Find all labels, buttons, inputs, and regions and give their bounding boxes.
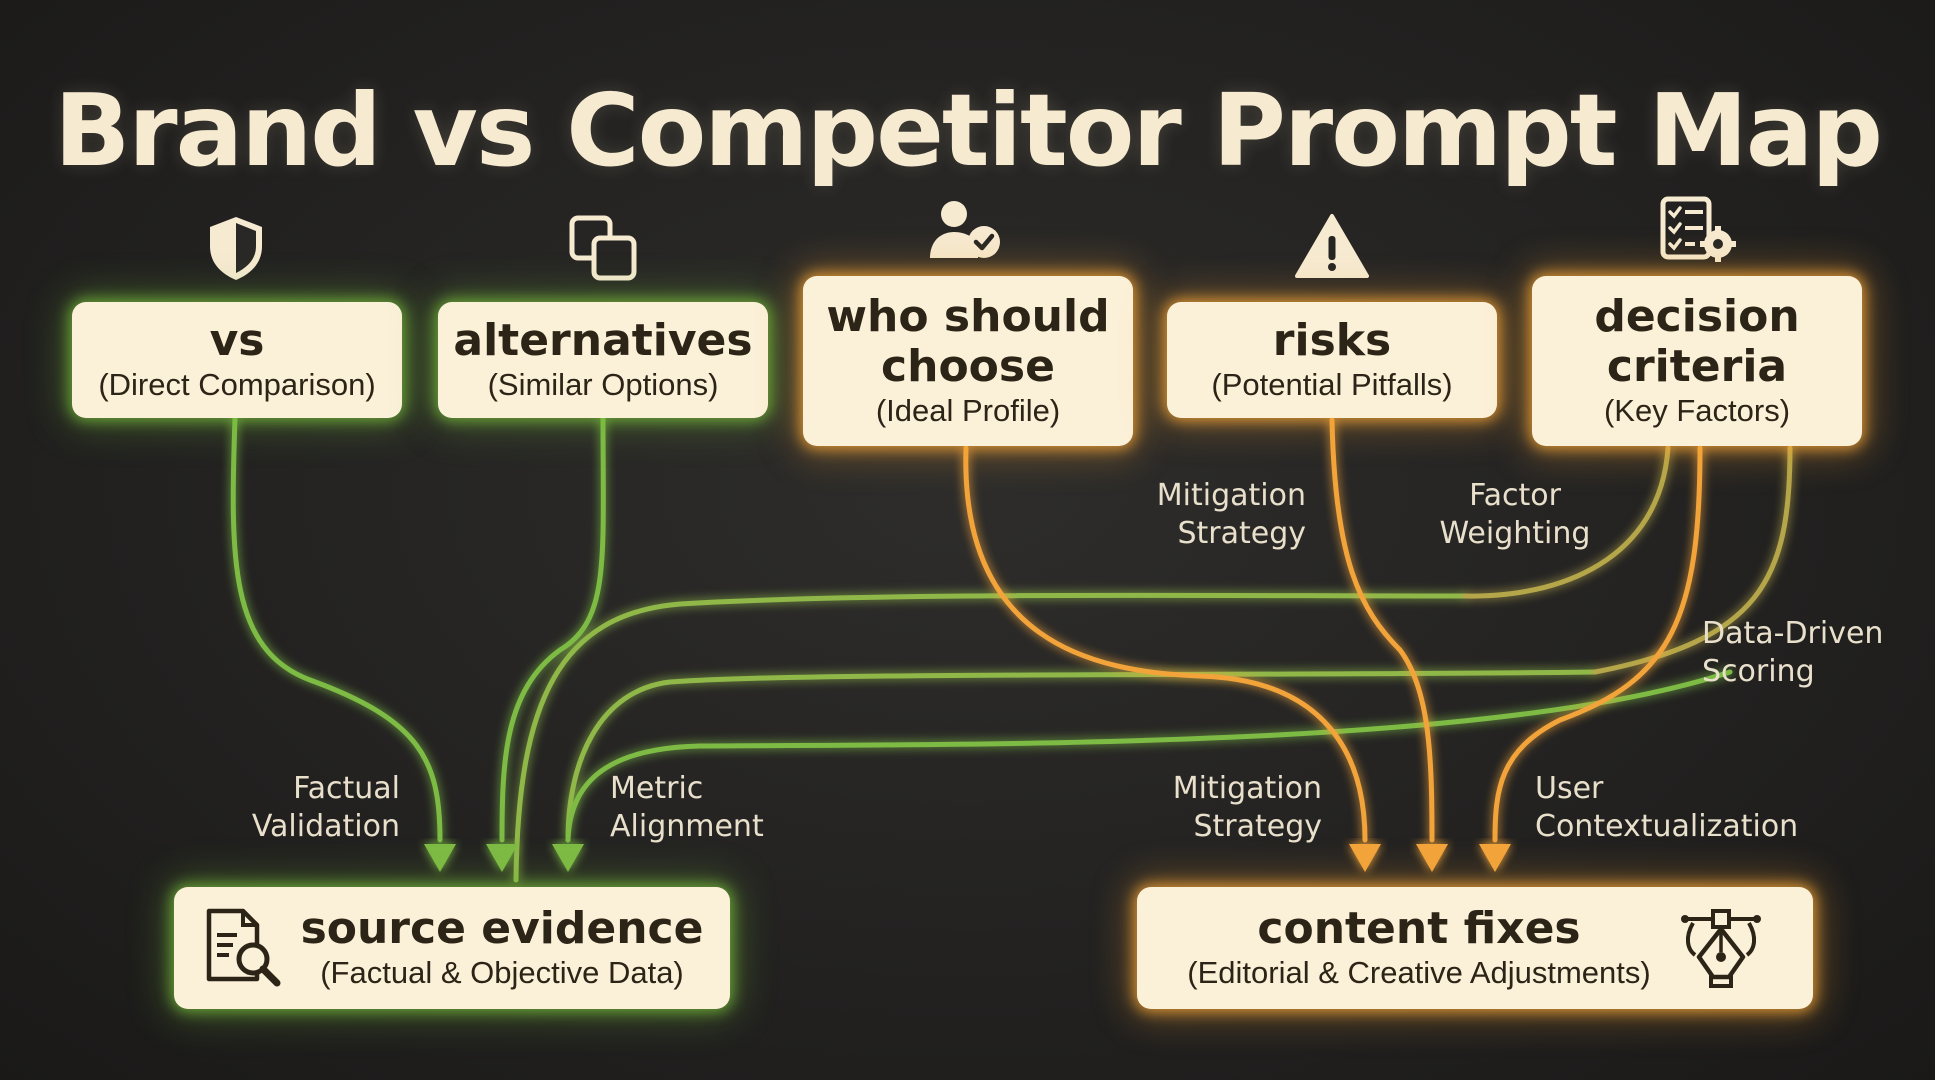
node-content-fixes: content fixes (Editorial & Creative Adju… bbox=[1137, 887, 1813, 1009]
node-decision-criteria: decision criteria (Key Factors) bbox=[1532, 276, 1862, 446]
node-vs-subtitle: (Direct Comparison) bbox=[98, 367, 376, 402]
edge-decision-criteria-to-source-evidence-outer bbox=[513, 592, 1468, 883]
edge-label-factor-weighting: Factor Weighting bbox=[1439, 478, 1591, 551]
node-who-should-choose-title-line1: who should bbox=[826, 291, 1110, 342]
shield-icon bbox=[210, 217, 262, 280]
page-title: Brand vs Competitor Prompt Map bbox=[54, 72, 1883, 189]
node-decision-criteria-subtitle: (Key Factors) bbox=[1603, 393, 1791, 428]
copy-icon bbox=[569, 215, 637, 281]
node-source-evidence-subtitle: (Factual & Objective Data) bbox=[320, 955, 684, 990]
edge-decision-criteria-to-content-fixes bbox=[1492, 445, 1703, 843]
node-risks: risks (Potential Pitfalls) bbox=[1167, 302, 1497, 418]
node-risks-subtitle: (Potential Pitfalls) bbox=[1211, 367, 1453, 402]
edge-label-user-contextualization: User Contextualization bbox=[1535, 771, 1799, 844]
arrowhead-decision-criteria-green bbox=[552, 844, 584, 872]
arrowheads bbox=[424, 844, 1511, 872]
node-who-should-choose: who should choose (Ideal Profile) bbox=[803, 276, 1133, 446]
node-source-evidence: source evidence (Factual & Objective Dat… bbox=[174, 887, 730, 1009]
checklist-gear-icon bbox=[1660, 196, 1736, 262]
edge-label-mitigation-strategy-bottom: Mitigation Strategy bbox=[1172, 771, 1322, 844]
edge-vs-to-source-evidence bbox=[230, 415, 443, 843]
document-search-icon bbox=[206, 908, 281, 987]
arrowhead-vs bbox=[424, 844, 456, 872]
node-content-fixes-title: content fixes bbox=[1257, 903, 1581, 954]
edge-label-mitigation-strategy-top: Mitigation Strategy bbox=[1156, 478, 1306, 551]
arrowhead-risks bbox=[1416, 844, 1448, 872]
node-decision-criteria-title-line2: criteria bbox=[1606, 341, 1788, 392]
node-who-should-choose-subtitle: (Ideal Profile) bbox=[875, 393, 1061, 428]
edge-risks-to-content-fixes bbox=[1329, 417, 1435, 843]
node-vs: vs (Direct Comparison) bbox=[72, 302, 402, 418]
edge-decision-criteria-to-source-evidence-inner bbox=[565, 669, 1598, 843]
node-alternatives: alternatives (Similar Options) bbox=[438, 302, 768, 418]
node-content-fixes-subtitle: (Editorial & Creative Adjustments) bbox=[1187, 955, 1651, 990]
edge-who-should-choose-to-content-fixes bbox=[963, 445, 1368, 843]
node-vs-title: vs bbox=[209, 315, 265, 366]
edge-label-data-driven-scoring: Data-Driven Scoring bbox=[1702, 616, 1884, 689]
edge-label-factual-validation: Factual Validation bbox=[251, 771, 400, 844]
warning-icon bbox=[1295, 214, 1369, 278]
arrowhead-who-should-choose bbox=[1349, 844, 1381, 872]
edge-decision-criteria-to-source-evidence-bottom bbox=[565, 669, 1733, 843]
node-risks-title: risks bbox=[1272, 315, 1392, 366]
edge-alternatives-to-source-evidence bbox=[499, 415, 606, 843]
node-source-evidence-title: source evidence bbox=[300, 903, 704, 954]
user-check-icon bbox=[930, 201, 1000, 258]
node-who-should-choose-title-line2: choose bbox=[881, 341, 1055, 392]
node-decision-criteria-title-line1: decision bbox=[1594, 291, 1800, 342]
arrowhead-alternatives bbox=[486, 844, 518, 872]
node-alternatives-subtitle: (Similar Options) bbox=[487, 367, 719, 402]
edge-label-metric-alignment: Metric Alignment bbox=[610, 771, 764, 844]
arrowhead-decision-criteria-orange bbox=[1479, 844, 1511, 872]
pen-tool-icon bbox=[1680, 909, 1761, 988]
node-alternatives-title: alternatives bbox=[453, 315, 753, 366]
edge-decision-criteria-left-curve bbox=[1462, 445, 1671, 599]
